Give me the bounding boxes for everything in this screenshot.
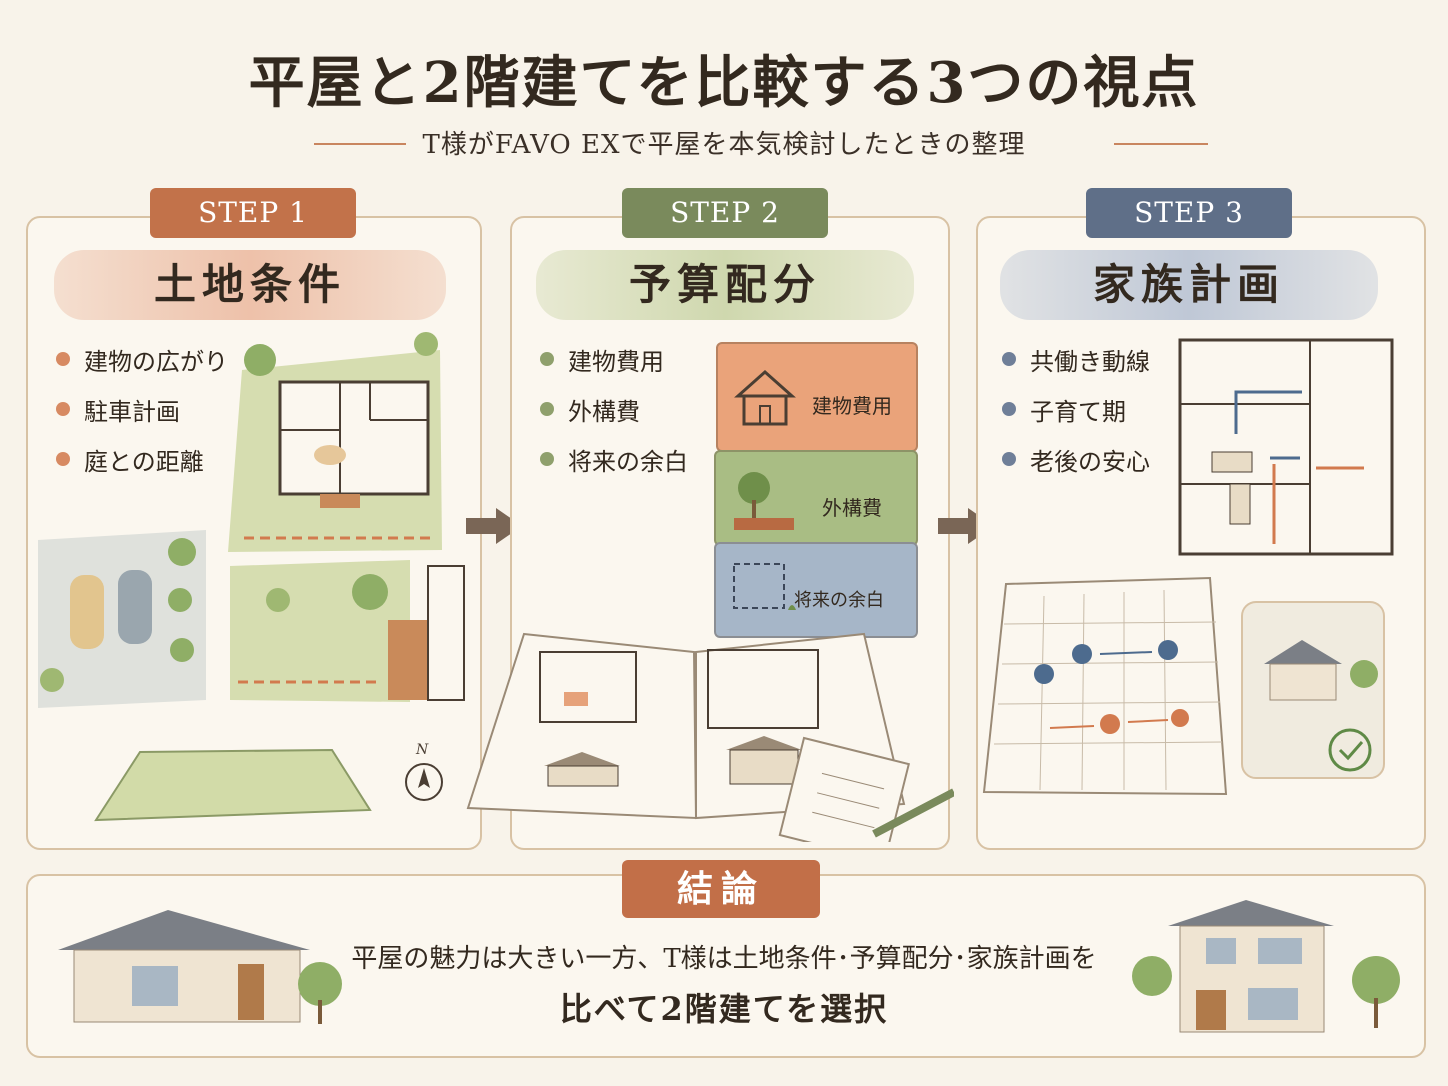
family-icon (1158, 640, 1178, 660)
subtitle-rule-left (314, 143, 406, 145)
bullet-dot (56, 452, 70, 466)
tree-icon (168, 538, 196, 566)
budget-block-label: 将来の余白 (794, 590, 884, 611)
bullet-dot (56, 402, 70, 416)
check-icon (1328, 728, 1372, 772)
list-item: 共働き動線 (1002, 334, 1150, 384)
step1-bullets: 建物の広がり 駐車計画 庭との距離 (56, 334, 228, 484)
floorplan (1178, 338, 1394, 556)
step3-badge: STEP 3 (1086, 188, 1292, 238)
car-icon (118, 570, 152, 644)
bullet-dot (56, 352, 70, 366)
budget-block-reserve: 将来の余白 (714, 542, 918, 638)
step2-bullets: 建物費用 外構費 将来の余白 (540, 334, 688, 484)
bullet-dot (1002, 352, 1016, 366)
family-icon (1034, 664, 1054, 684)
floorplan (539, 651, 637, 723)
budget-block-building: 建物費用 (716, 342, 918, 452)
step1-badge: STEP 1 (150, 188, 356, 238)
subtitle-rule-right (1114, 143, 1208, 145)
step1-heading: 土地条件 (54, 250, 446, 320)
compass-label: N (416, 742, 429, 758)
conclusion-badge: 結論 (622, 860, 820, 918)
flow-arrow (1234, 390, 1302, 434)
tree-icon (244, 344, 276, 376)
conclusion-text-line1: 平屋の魅力は大きい一方、T様は土地条件･予算配分･家族計画を (351, 944, 1097, 974)
list-item: 外構費 (540, 384, 688, 434)
tree-icon (352, 574, 388, 610)
budget-block-exterior: 外構費 (714, 450, 918, 546)
calendar (982, 576, 1228, 796)
house-plan (278, 380, 430, 496)
bullet-dot (540, 402, 554, 416)
floorplan-book (466, 632, 954, 842)
budget-block-label: 建物費用 (812, 394, 892, 418)
house-icon (734, 369, 796, 426)
bullet-dot (540, 452, 554, 466)
list-item: 駐車計画 (56, 384, 228, 434)
conclusion-text-line2: 比べて2階建てを選択 (559, 990, 889, 1028)
car-icon (70, 575, 104, 649)
deck (388, 620, 428, 700)
garden-icon (734, 472, 794, 530)
subtitle: T様がFAVO EXで平屋を本気検討したときの整理 (422, 130, 1026, 160)
list-item: 将来の余白 (540, 434, 688, 484)
step3-heading: 家族計画 (1000, 250, 1378, 320)
bullet-dot (1002, 402, 1016, 416)
pencil-icon (872, 788, 954, 838)
flow-arrow-1 (466, 508, 522, 544)
bullet-dot (1002, 452, 1016, 466)
list-item: 老後の安心 (1002, 434, 1150, 484)
budget-block-label: 外構費 (822, 496, 882, 520)
compass-icon (405, 763, 443, 801)
list-item: 建物の広がり (56, 334, 228, 384)
step3-bullets: 共働き動線 子育て期 老後の安心 (1002, 334, 1150, 484)
single-story-house-illustration (58, 910, 342, 1024)
bullet-dot (540, 352, 554, 366)
page-title: 平屋と2階建てを比較する3つの視点 (248, 50, 1200, 116)
subtitle-row: T様がFAVO EXで平屋を本気検討したときの整理 (0, 124, 1448, 164)
family-icon (1072, 644, 1092, 664)
heart-icon (1171, 709, 1189, 727)
step1-illustration (38, 332, 465, 822)
family-icon (1100, 714, 1120, 734)
step3-illustration (982, 338, 1394, 796)
two-story-house-illustration (1132, 900, 1400, 1033)
empty-space-icon (733, 563, 796, 610)
lot-shape (94, 748, 372, 822)
step2-badge: STEP 2 (622, 188, 828, 238)
list-item: 子育て期 (1002, 384, 1150, 434)
floorplan (707, 649, 819, 729)
list-item: 庭との距離 (56, 434, 228, 484)
step2-heading: 予算配分 (536, 250, 914, 320)
list-item: 建物費用 (540, 334, 688, 384)
